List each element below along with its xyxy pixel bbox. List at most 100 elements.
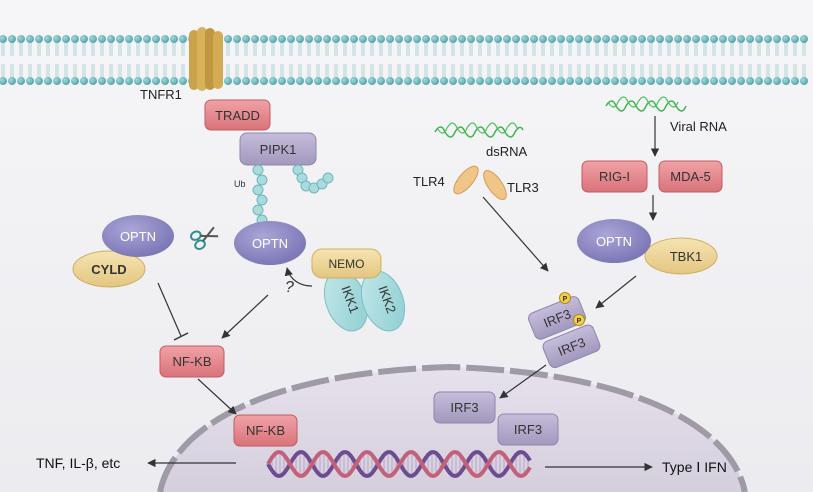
phospho-badge-2 [573, 314, 585, 326]
lipid-head [341, 77, 349, 85]
lipid-head [350, 35, 358, 43]
lipid-head [701, 77, 709, 85]
scissors-icon [189, 226, 219, 250]
lipid-head [224, 35, 232, 43]
lipid-head [548, 35, 556, 43]
optn-left-label: OPTN [120, 229, 156, 244]
lipid-head [584, 77, 592, 85]
lipid-head [458, 77, 466, 85]
lipid-head [710, 35, 718, 43]
lipid-head [593, 77, 601, 85]
lipid-head [611, 77, 619, 85]
lipid-head [89, 77, 97, 85]
lipid-head [107, 35, 115, 43]
lipid-head [674, 77, 682, 85]
lipid-head [413, 77, 421, 85]
phospho-label-2: P [577, 318, 582, 325]
lipid-head [719, 77, 727, 85]
lipid-head [620, 77, 628, 85]
lipid-head [341, 35, 349, 43]
lipid-head [521, 77, 529, 85]
lipid-head [503, 35, 511, 43]
optn-right-label: OPTN [596, 234, 632, 249]
lipid-head [782, 35, 790, 43]
lipid-head [530, 77, 538, 85]
optn-left-oval [102, 215, 174, 257]
rig-i-box [581, 160, 648, 193]
lipid-head [791, 77, 799, 85]
pipk1-box [239, 132, 317, 166]
output-left-label: TNF, IL-β, etc [36, 455, 120, 471]
lipid-head [179, 35, 187, 43]
lipid-head [377, 35, 385, 43]
ub-bead [252, 204, 264, 216]
lipid-head [26, 77, 34, 85]
lipid-head [269, 35, 277, 43]
lipid-head [395, 77, 403, 85]
lipid-head [692, 35, 700, 43]
lipid-head [656, 77, 664, 85]
lipid-head [620, 35, 628, 43]
lipid-head [44, 35, 52, 43]
ub-bead [252, 164, 264, 176]
tbk1-label: TBK1 [670, 249, 703, 264]
lipid-head [278, 35, 286, 43]
lipid-head [512, 77, 520, 85]
lipid-head [368, 35, 376, 43]
lipid-head [143, 77, 151, 85]
lipid-head [575, 77, 583, 85]
lipid-head [503, 77, 511, 85]
lipid-head [242, 35, 250, 43]
lipid-head [566, 35, 574, 43]
lipid-head [665, 77, 673, 85]
lipid-head [575, 35, 583, 43]
lipid-head [269, 77, 277, 85]
lipid-head [791, 35, 799, 43]
lipid-head [800, 35, 808, 43]
lipid-head [755, 35, 763, 43]
lipid-head [116, 77, 124, 85]
lipid-head [116, 35, 124, 43]
lipid-head [719, 35, 727, 43]
irf3-nuc2-label: IRF3 [514, 422, 542, 437]
lipid-head [548, 77, 556, 85]
lipid-head [647, 35, 655, 43]
optn-center-oval [234, 221, 306, 265]
lipid-head [296, 35, 304, 43]
lipid-head [53, 35, 61, 43]
lipid-head [773, 77, 781, 85]
viral-rna-strand-2 [607, 96, 679, 108]
lipid-head [602, 35, 610, 43]
lipid-head [431, 35, 439, 43]
tlr3-label: TLR3 [507, 180, 539, 195]
lipid-head [98, 35, 106, 43]
nemo-box [311, 248, 382, 279]
ubiquitin-chain [252, 164, 334, 226]
lipid-head [539, 35, 547, 43]
lipid-head [359, 35, 367, 43]
lipid-head [584, 35, 592, 43]
tnfr1-label: TNFR1 [140, 87, 182, 102]
lipid-head [323, 35, 331, 43]
lipid-head [638, 77, 646, 85]
lipid-head [251, 35, 259, 43]
lipid-head [593, 35, 601, 43]
phospho-badge-1 [559, 292, 571, 304]
lipid-head [530, 35, 538, 43]
rig-i-label: RIG-I [599, 169, 630, 184]
tnfr1-receptor [189, 27, 223, 91]
lipid-head [449, 35, 457, 43]
irf3-nuc2-box [497, 413, 559, 446]
optn-to-irf3-arrow [595, 275, 637, 309]
lipid-head [728, 77, 736, 85]
cyld-label: CYLD [91, 262, 126, 277]
nucleus [157, 363, 748, 492]
lipid-head [35, 35, 43, 43]
irf3-nuc1-box [433, 391, 496, 424]
irf3-p1-box [528, 296, 586, 340]
irf3-p2-box [542, 324, 601, 369]
lipid-head [449, 77, 457, 85]
lipid-head [161, 35, 169, 43]
lipid-head [71, 35, 79, 43]
